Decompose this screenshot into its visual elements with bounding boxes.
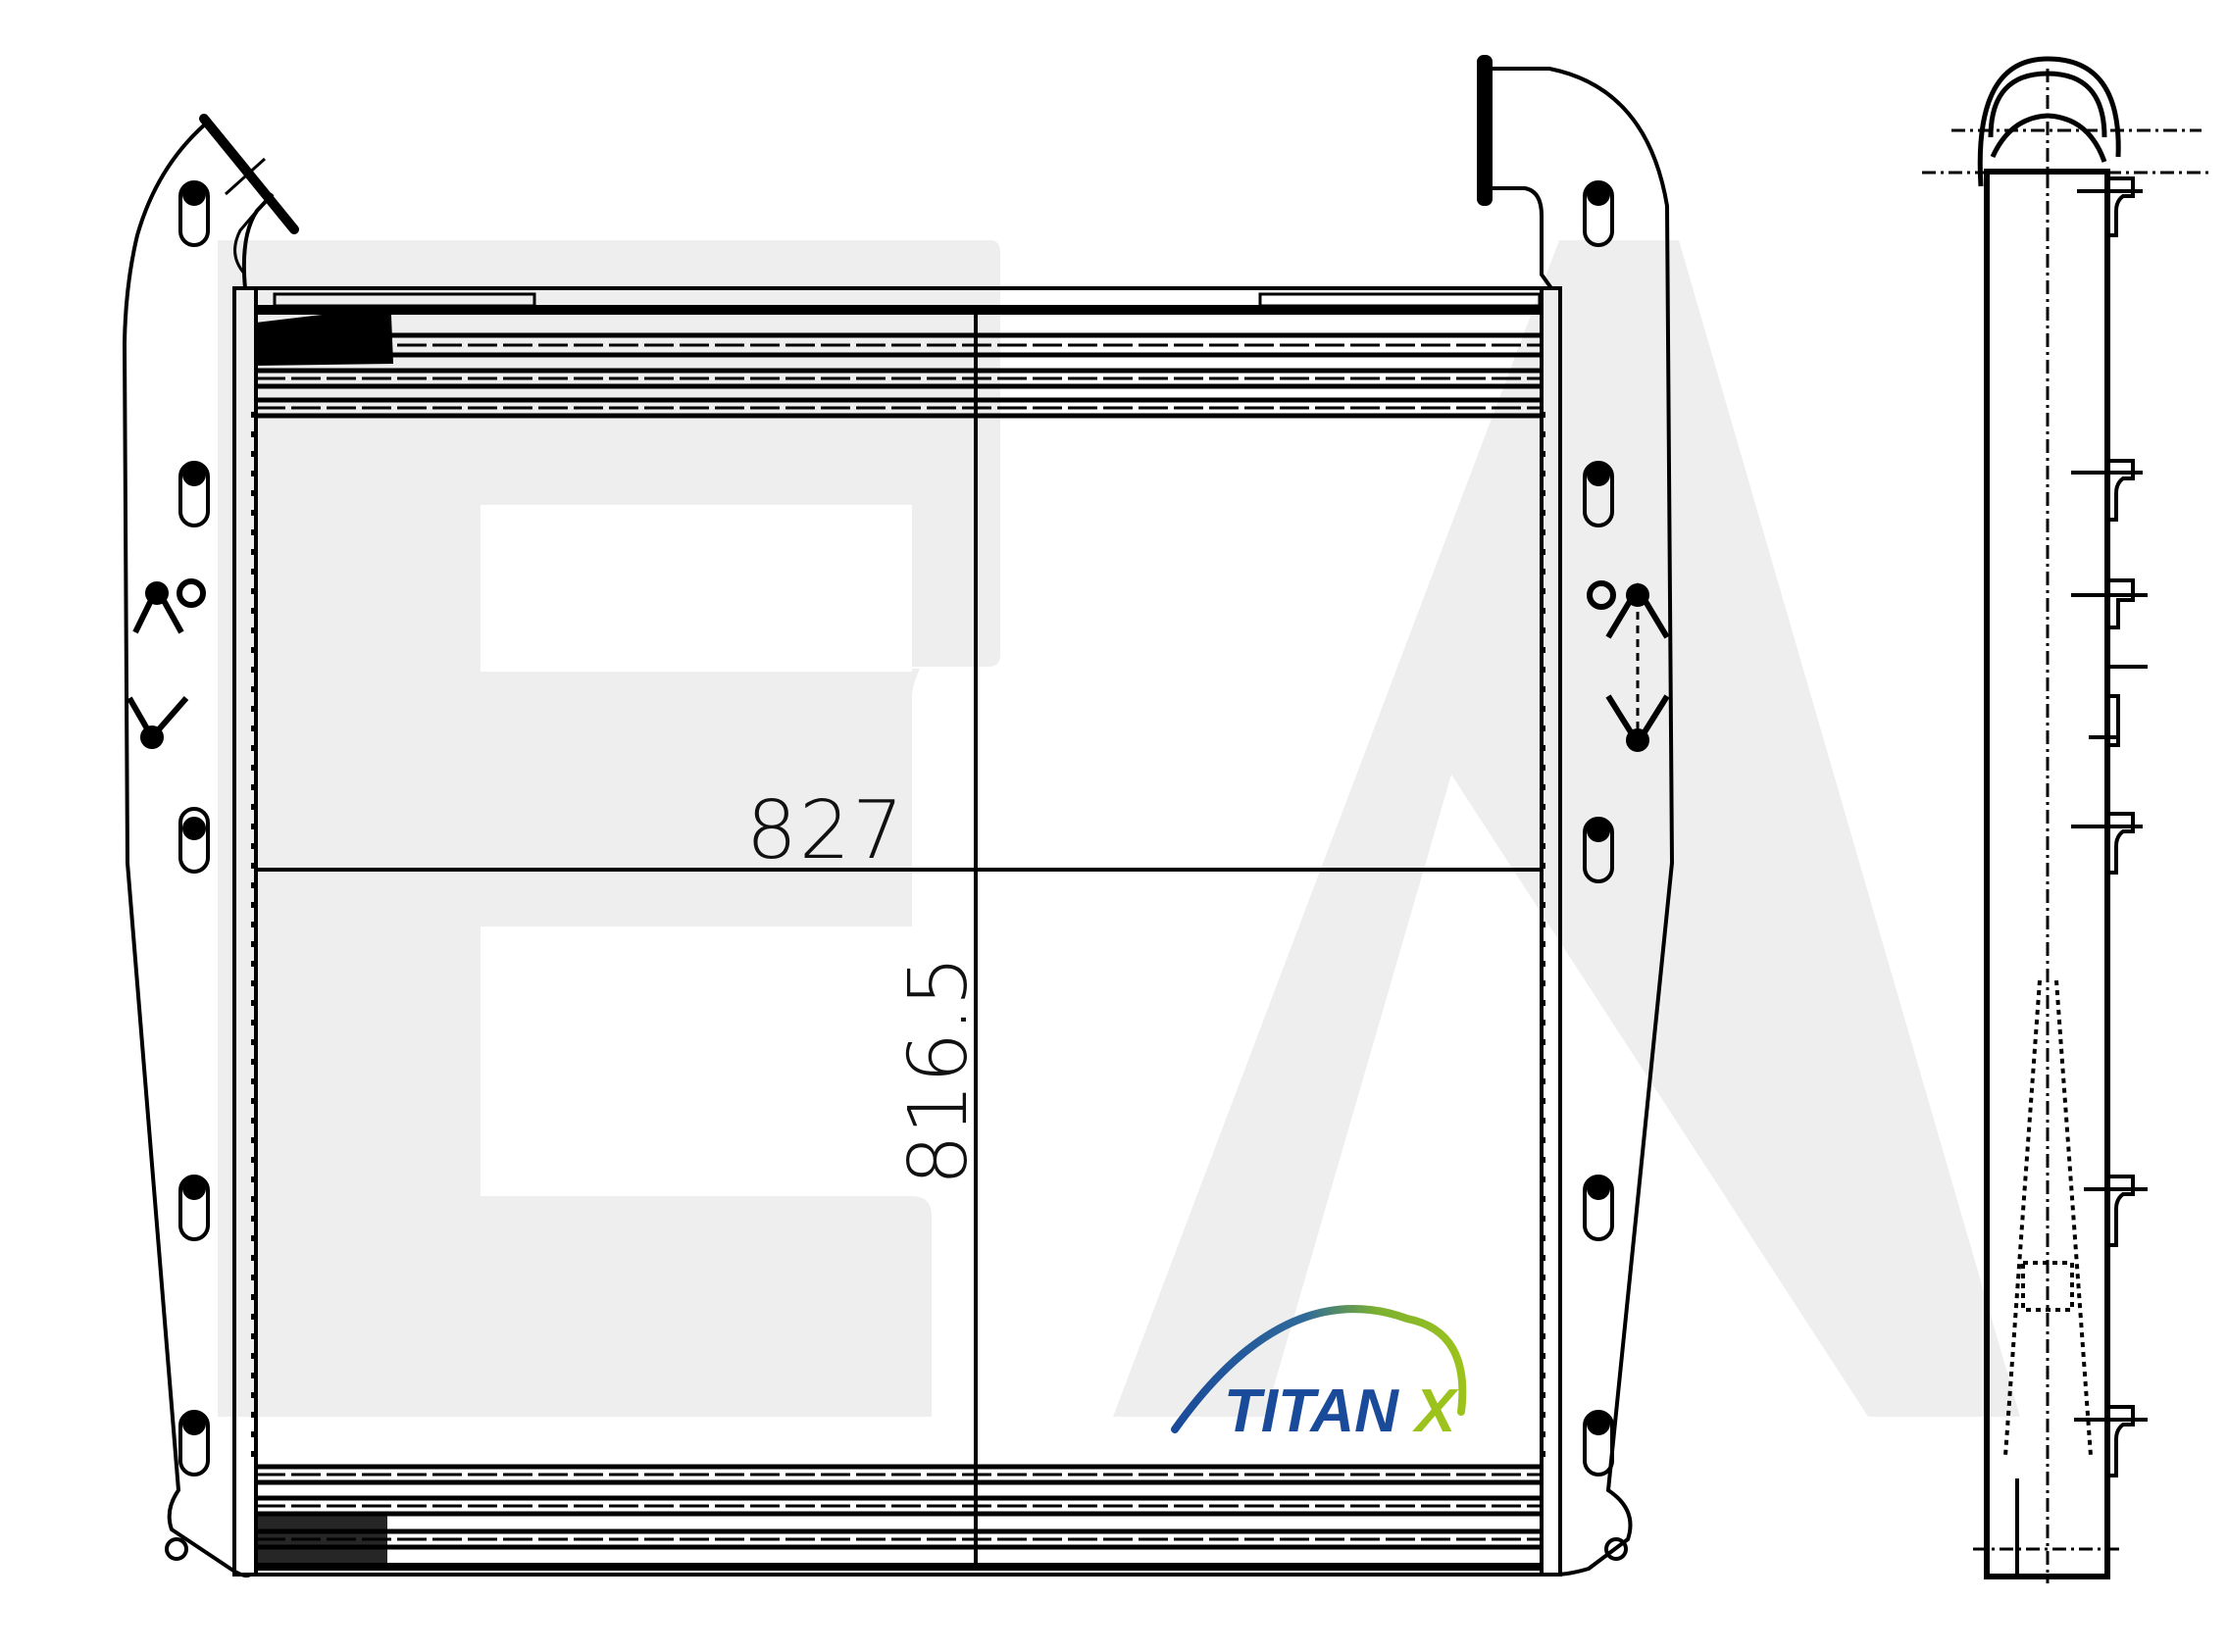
width-dimension-label: 827 <box>746 784 906 877</box>
titanx-logo: TITAN X <box>1171 1305 1467 1445</box>
front-view <box>122 55 1675 1578</box>
watermark-letter-a <box>1113 240 2020 1417</box>
right-clips <box>1587 580 1670 752</box>
logo-arc <box>1171 1305 1467 1433</box>
right-mounting-slots <box>1583 180 1628 1561</box>
right-side-bracket <box>1491 67 1675 1577</box>
watermark-ea <box>218 240 2020 1417</box>
side-hidden-lines <box>2003 979 2093 1457</box>
left-mounting-slots <box>165 180 210 1561</box>
height-dimension-label: 816.5 <box>892 956 986 1186</box>
side-view <box>1922 56 2211 1583</box>
left-clips <box>127 578 206 749</box>
logo-text-main: TITAN <box>1224 1377 1399 1445</box>
outlet-flange <box>1477 55 1493 206</box>
top-tank-tubes <box>256 332 1542 419</box>
core-frame <box>232 286 1562 1577</box>
side-outer-arc <box>1977 56 2121 187</box>
logo-text-accent: X <box>1412 1377 1459 1445</box>
bottom-tank-tubes <box>256 1464 1542 1571</box>
side-clips <box>2071 176 2148 1477</box>
